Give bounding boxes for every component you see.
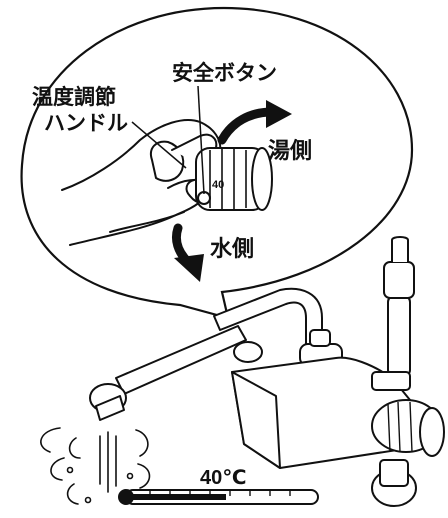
safety-button-label: 安全ボタン — [172, 61, 277, 85]
dial-value: 40 — [212, 179, 224, 191]
cold-side-arrow — [171, 223, 204, 282]
temp-handle-label-line2: ハンドル — [44, 112, 128, 135]
water-spray — [40, 427, 151, 505]
mixer-body — [231, 236, 445, 507]
thermometer — [118, 489, 319, 505]
temperature-label: 40℃ — [200, 467, 246, 489]
temp-handle-label-line1: 温度調節 — [32, 85, 116, 109]
leader-lines — [131, 85, 205, 195]
hot-side-label: 湯側 — [268, 138, 312, 163]
temperature-dial: 40 — [195, 147, 273, 211]
cold-side-label: 水側 — [210, 236, 254, 261]
hot-side-arrow — [217, 100, 292, 145]
